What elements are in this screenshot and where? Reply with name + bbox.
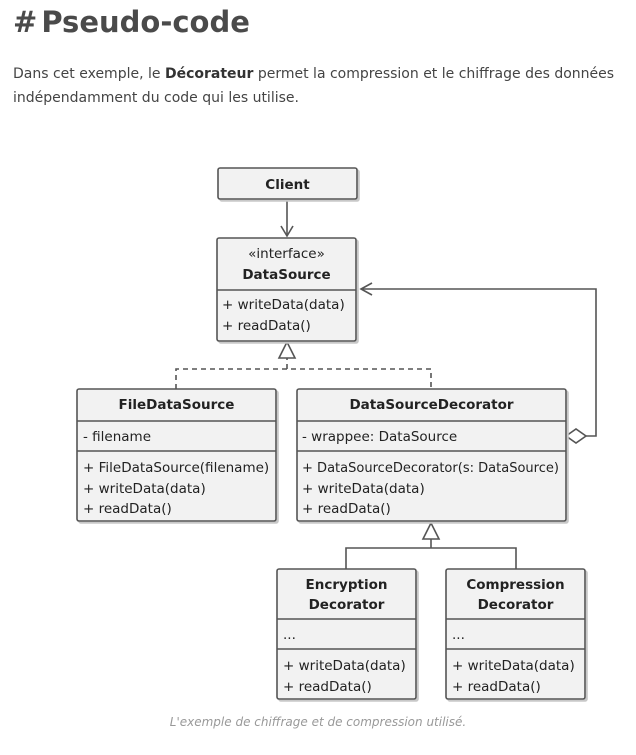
class-datasource-method: + readData() <box>222 318 311 334</box>
class-client-box <box>217 167 358 200</box>
intro-emphasis: Décorateur <box>164 66 254 82</box>
uml-class-diagram: Client «interface» DataSource + writeDat… <box>76 167 597 700</box>
class-file-datasource-field: - filename <box>83 429 151 445</box>
intro-paragraph: Dans cet exemple, le Décorateur permet l… <box>13 62 623 110</box>
class-datasource-decorator-box <box>296 388 567 522</box>
class-file-datasource-method: + writeData(data) <box>83 481 206 497</box>
class-datasource-name: DataSource <box>242 267 330 283</box>
class-datasource-decorator: DataSourceDecorator - wrappee: DataSourc… <box>296 388 567 522</box>
decorators-inherit-line <box>345 547 517 569</box>
class-encryption-decorator-method: + readData() <box>283 679 372 695</box>
class-file-datasource-box <box>76 388 277 522</box>
client-to-datasource-arrowhead <box>280 225 294 238</box>
connectors <box>175 199 597 569</box>
class-encryption-decorator-box <box>276 568 417 700</box>
class-compression-decorator-field: ... <box>452 627 465 643</box>
class-compression-decorator-name: Decorator <box>478 597 554 613</box>
class-datasource-decorator-name: DataSourceDecorator <box>349 397 513 413</box>
class-file-datasource-name: FileDataSource <box>119 397 235 413</box>
class-datasource-stereotype: «interface» <box>248 246 325 262</box>
aggregation-diamond <box>564 428 588 444</box>
class-encryption-decorator-method: + writeData(data) <box>283 658 406 674</box>
implements-triangle <box>277 340 297 359</box>
class-datasource-decorator-field: - wrappee: DataSource <box>302 429 457 445</box>
class-encryption-decorator-name: Decorator <box>309 597 385 613</box>
class-datasource-method: + writeData(data) <box>222 297 345 313</box>
inherit-triangle <box>421 521 441 540</box>
class-datasource: «interface» DataSource + writeData(data)… <box>216 237 357 342</box>
class-client: Client <box>217 167 358 200</box>
class-client-name: Client <box>265 177 310 193</box>
class-compression-decorator-method: + writeData(data) <box>452 658 575 674</box>
heading-anchor[interactable]: # <box>13 5 38 39</box>
figure-caption: L'exemple de chiffrage et de compression… <box>169 715 467 729</box>
class-encryption-decorator-name: Encryption <box>306 577 388 593</box>
class-file-datasource-method: + FileDataSource(filename) <box>83 460 269 476</box>
class-file-datasource-method: + readData() <box>83 501 172 517</box>
class-datasource-decorator-method: + DataSourceDecorator(s: DataSource) <box>302 460 559 476</box>
class-compression-decorator: Compression Decorator ... + writeData(da… <box>445 568 586 700</box>
class-compression-decorator-method: + readData() <box>452 679 541 695</box>
class-datasource-decorator-method: + writeData(data) <box>302 481 425 497</box>
class-file-datasource: FileDataSource - filename + FileDataSour… <box>76 388 277 522</box>
class-encryption-decorator: Encryption Decorator ... + writeData(dat… <box>276 568 417 700</box>
intro-text-after: permet la compression et le chiffrage de… <box>13 66 615 106</box>
wrappee-aggregation-line <box>361 288 597 437</box>
wrappee-aggregation-arrowhead <box>359 282 373 296</box>
class-compression-decorator-box <box>445 568 586 700</box>
intro-text-before: Dans cet exemple, le <box>13 66 165 82</box>
class-datasource-decorator-method: + readData() <box>302 501 391 517</box>
page-title: #Pseudo-code <box>13 2 250 42</box>
file-datasource-implements-line <box>175 368 432 389</box>
class-compression-decorator-name: Compression <box>466 577 564 593</box>
class-encryption-decorator-field: ... <box>283 627 296 643</box>
page-title-text: Pseudo-code <box>41 5 250 39</box>
